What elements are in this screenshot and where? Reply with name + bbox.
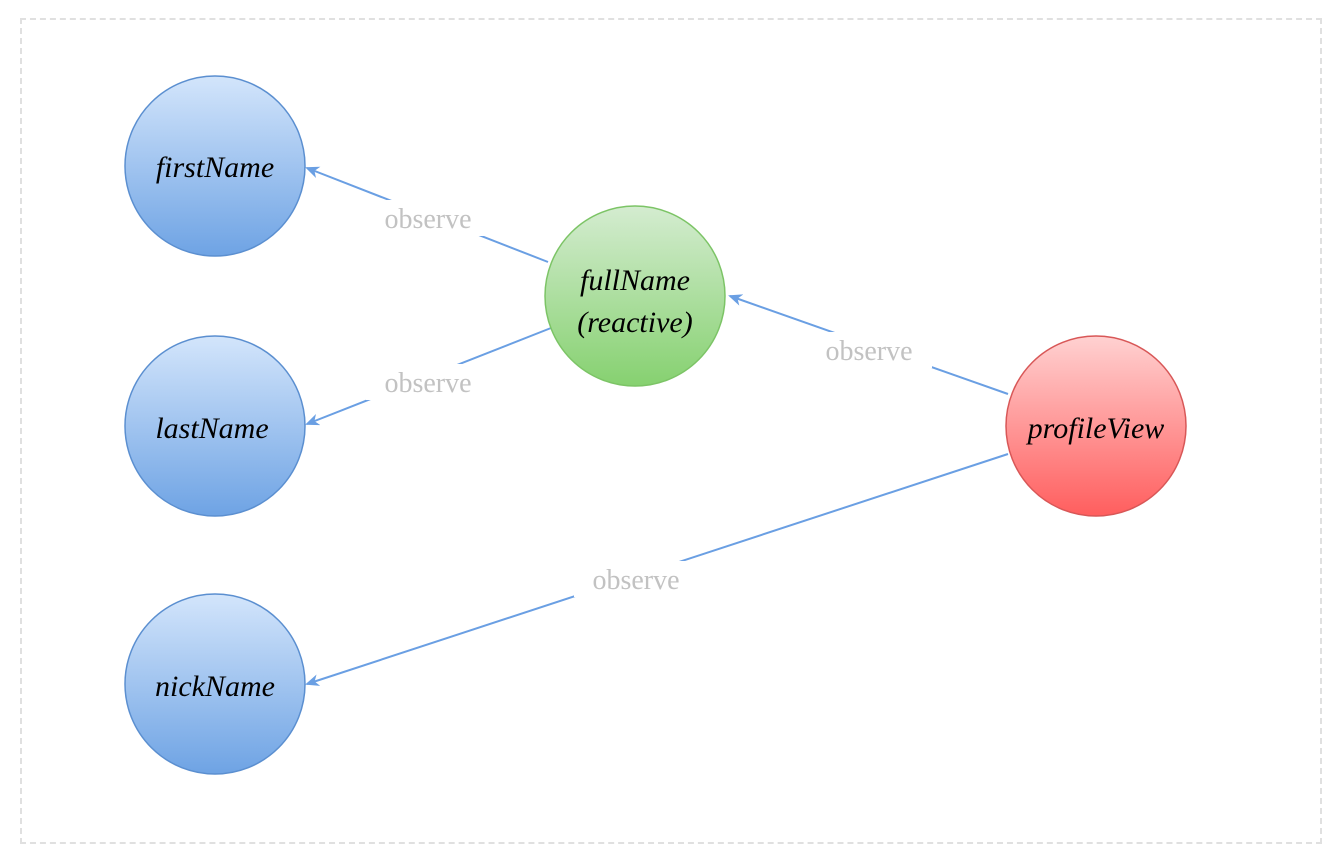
- edge-label-profileview-nickname: observe: [592, 565, 679, 596]
- node-firstname: firstName: [124, 75, 306, 257]
- node-fullname: fullName (reactive): [544, 205, 726, 387]
- node-fullname-label-line1: fullName: [580, 264, 690, 297]
- edge-label-fullname-lastname: observe: [384, 368, 471, 399]
- node-fullname-label-line2: (reactive): [577, 306, 692, 339]
- node-lastname-label: lastName: [155, 412, 268, 445]
- diagram-frame: [20, 18, 1322, 844]
- node-nickname: nickName: [124, 593, 306, 775]
- edge-labels: observe observe observe observe: [366, 200, 932, 597]
- node-nickname-label: nickName: [155, 670, 275, 703]
- edge-label-profileview-fullname: observe: [825, 336, 912, 367]
- node-lastname: lastName: [124, 335, 306, 517]
- edge-label-fullname-firstname: observe: [384, 204, 471, 235]
- node-profileview-label: profileView: [1026, 412, 1165, 445]
- node-firstname-label: firstName: [156, 151, 274, 184]
- node-profileview: profileView: [1005, 335, 1187, 517]
